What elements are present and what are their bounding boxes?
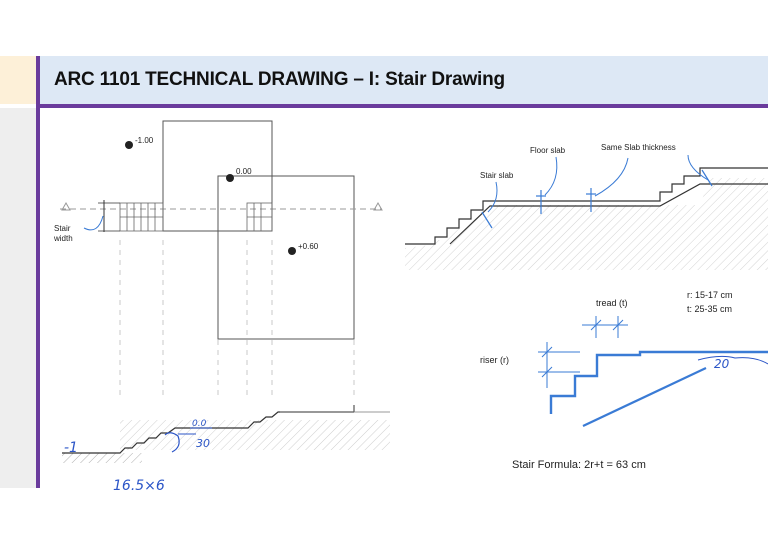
handwritten-level-zero: 0.0	[192, 419, 207, 429]
page-title: ARC 1101 TECHNICAL DRAWING – I: Stair Dr…	[54, 69, 505, 90]
level-marker-icon	[125, 141, 133, 149]
level-right-label: +0.60	[298, 242, 319, 251]
stair-width-label-line2: width	[53, 234, 73, 243]
stair-section-right: Floor slab Same Slab thickness Stair sla…	[405, 143, 768, 270]
level-marker-icon	[288, 247, 296, 255]
handwritten-formula: 16.5×6	[113, 478, 165, 494]
handwritten-20: 20	[714, 357, 730, 371]
stair-slab-label: Stair slab	[480, 171, 514, 180]
same-slab-label: Same Slab thickness	[601, 143, 676, 152]
tread-label: tread (t)	[596, 298, 628, 308]
level-marker-icon	[226, 174, 234, 182]
left-accent-top	[0, 56, 36, 104]
left-accent-bottom	[0, 108, 36, 488]
floor-slab-label: Floor slab	[530, 146, 566, 155]
purple-horizontal-rule	[36, 104, 768, 108]
r-range-label: r: 15-17 cm	[687, 290, 733, 300]
purple-vertical-rule	[36, 56, 40, 488]
stair-detail: tread (t) r: 15-17 cm t: 25-35 cm riser …	[480, 290, 768, 471]
handwritten-minus-one: -1	[64, 440, 78, 456]
stair-formula-label: Stair Formula: 2r+t = 63 cm	[512, 459, 646, 471]
level-mid-label: 0.00	[236, 167, 252, 176]
riser-label: riser (r)	[480, 355, 509, 365]
stair-width-label-line1: Stair	[54, 224, 71, 233]
t-range-label: t: 25-35 cm	[687, 304, 732, 314]
level-top-label: -1.00	[135, 136, 154, 145]
stair-plan: Stair width -1.00 0.00 +0.60	[53, 120, 383, 400]
handwritten-30: 30	[196, 437, 210, 450]
title-bar	[39, 56, 768, 104]
stair-section-left: 0.0 -1 30 16.5×6	[62, 405, 390, 494]
